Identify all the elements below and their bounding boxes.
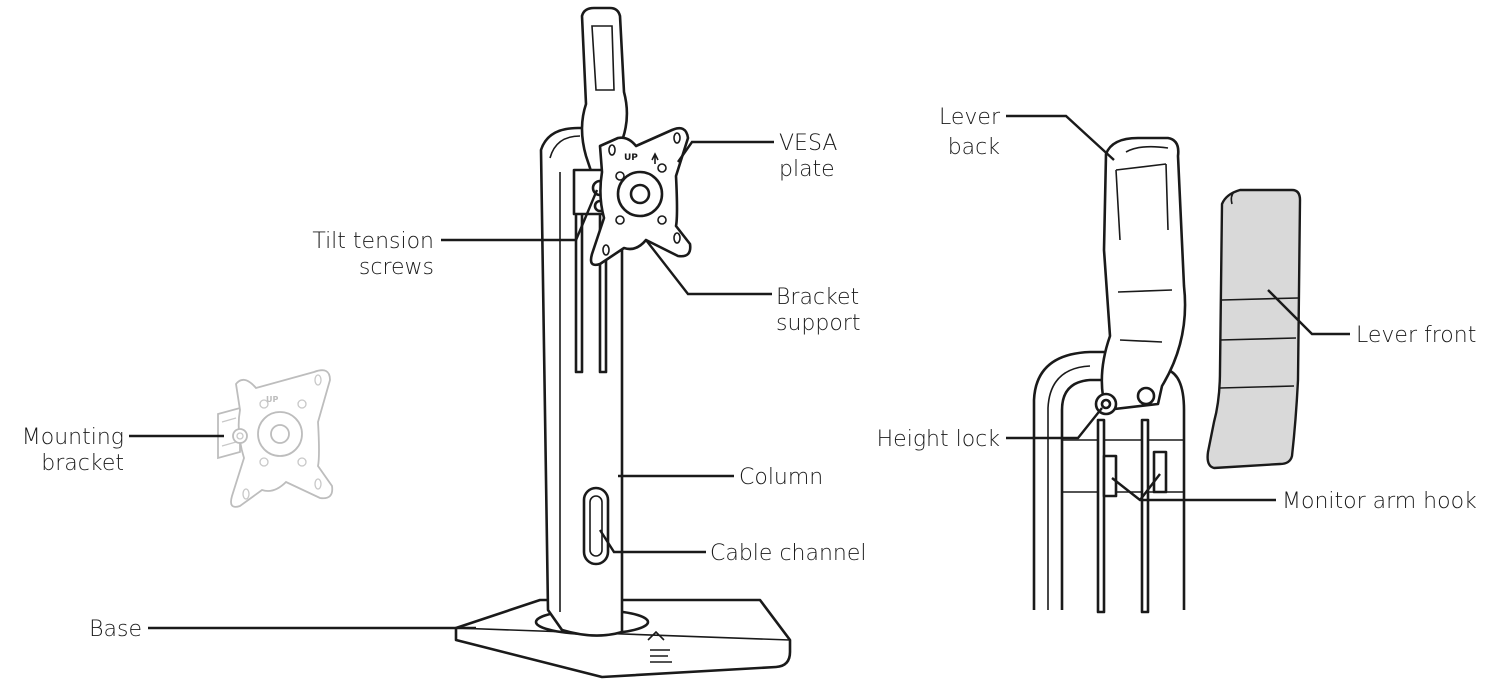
height-lock-leader: [1006, 407, 1103, 440]
base-label: Base: [89, 617, 142, 642]
cable-channel-leader: [598, 529, 706, 554]
lever-front-drawing: [1206, 188, 1302, 470]
mounting-bracket-drawing: UP: [217, 369, 334, 508]
closeup-height-slots: [1096, 418, 1150, 614]
mounting-bracket-up-marking: UP: [266, 395, 278, 404]
vesa-plate-up-marking: UP: [624, 153, 638, 163]
lever-front-label: Lever front: [1356, 323, 1476, 348]
column-label: Column: [739, 465, 823, 490]
vesa-plate-leader: [677, 140, 774, 163]
vesa-plate: UP: [589, 126, 692, 267]
lever-back-drawing: [1100, 136, 1187, 412]
tilt-tension-screws-leader: [441, 189, 599, 242]
lever-back-leader: [1006, 114, 1115, 161]
cable-channel: [582, 486, 610, 566]
height-lock-label: Height lock: [877, 427, 1001, 452]
bracket-support-leader: [645, 239, 772, 296]
monitor-arm-hook-label: Monitor arm hook: [1282, 489, 1477, 514]
monitor-arm-hooks: [1102, 450, 1168, 498]
cable-channel-label: Cable channel: [710, 541, 867, 566]
lever-front-leader: [1267, 289, 1350, 336]
monitor-arm-hook-leader: [1111, 473, 1276, 502]
